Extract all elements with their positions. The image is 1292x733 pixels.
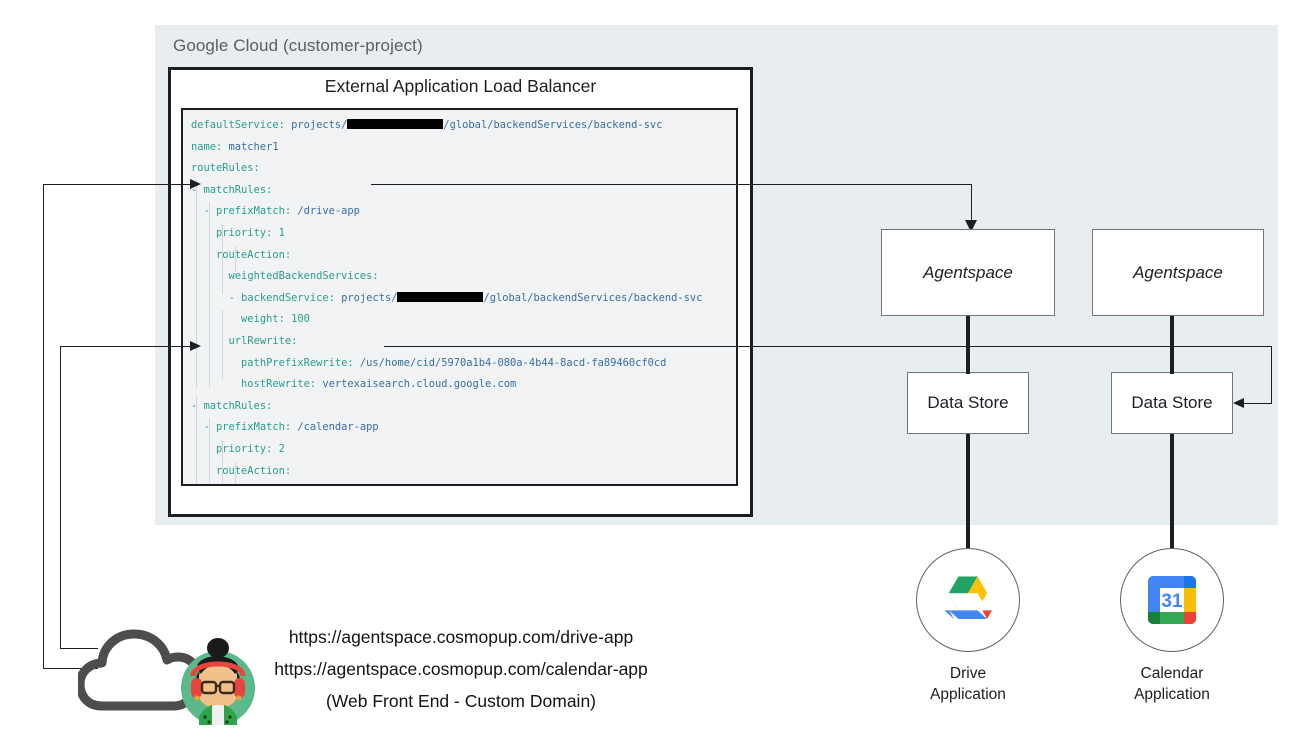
yaml-line: weightedBackendServices: (191, 482, 736, 484)
yaml-line: urlRewrite: (228, 334, 298, 347)
datastore-right-label: Data Store (1131, 393, 1213, 412)
google-calendar-icon: 31 (1148, 576, 1196, 624)
yaml-line: - prefixMatch: /calendar-app (203, 421, 379, 434)
drive-route-vertical (971, 184, 972, 222)
calendar-application-caption: Calendar Application (1134, 665, 1210, 703)
load-balancer-title: External Application Load Balancer (324, 76, 597, 96)
yaml-line: routeRules: (191, 162, 260, 175)
drive-application-caption: Drive Application (930, 665, 1006, 703)
yaml-line: - backendService: projects//global/backe… (228, 291, 703, 304)
yaml-line: hostRewrite: vertexaisearch.cloud.google… (241, 378, 517, 391)
frontend-calendar-connector-bottom (60, 648, 98, 649)
user-avatar-icon (181, 638, 255, 725)
yaml-line: name: matcher1 (191, 140, 279, 153)
yaml-line: routeAction: (216, 248, 292, 261)
calendar-day-number: 31 (1161, 591, 1183, 612)
drive-application-circle[interactable] (916, 548, 1020, 652)
calendar-datastore-arrowhead (1233, 398, 1244, 408)
frontend-drive-connector-vertical (43, 184, 44, 669)
frontend-note: (Web Front End - Custom Domain) (325, 691, 597, 711)
agentspace-box-left[interactable]: Agentspace (881, 229, 1055, 316)
datastore-box-left[interactable]: Data Store (907, 372, 1029, 434)
web-frontend-group (78, 629, 255, 725)
google-cloud-label: Google Cloud (customer-project) (173, 36, 423, 55)
yaml-line: weight: 100 (241, 313, 310, 326)
yaml-line: - matchRules: (191, 183, 273, 196)
agentspace-right-label: Agentspace (1133, 262, 1223, 282)
calendar-route-vertical (1271, 346, 1272, 403)
yaml-line: routeAction: (216, 464, 292, 477)
calendar-route-horizontal (384, 346, 1272, 347)
yaml-line: priority: 1 (216, 226, 285, 239)
google-drive-icon (944, 576, 993, 620)
datastore-box-right[interactable]: Data Store (1111, 372, 1233, 434)
datastore-left-label: Data Store (927, 393, 1009, 412)
yaml-line: - prefixMatch: /drive-app (203, 205, 360, 218)
frontend-drive-connector-bottom (43, 668, 98, 669)
yaml-line: priority: 2 (216, 442, 285, 455)
calendar-route-into-datastore (1242, 403, 1272, 404)
calendar-application-circle[interactable]: 31 (1120, 548, 1224, 652)
agentspace-box-right[interactable]: Agentspace (1092, 229, 1264, 316)
frontend-drive-connector-top (43, 184, 193, 185)
agentspace-right-to-datastore-line (1170, 316, 1174, 374)
frontend-calendar-connector-top (60, 346, 193, 347)
yaml-line: weightedBackendServices: (228, 270, 379, 283)
yaml-line: defaultService: projects//global/backend… (191, 119, 663, 131)
frontend-url-calendar: https://agentspace.cosmopup.com/calendar… (274, 659, 648, 679)
drive-route-horizontal (371, 184, 972, 185)
yaml-lines: defaultService: projects//global/backend… (191, 115, 736, 484)
datastore-left-to-drive-line (966, 434, 970, 550)
datastore-right-to-calendar-line (1170, 434, 1174, 550)
agentspace-left-to-datastore-line (966, 316, 970, 374)
cloud-icon (78, 629, 203, 711)
agentspace-left-label: Agentspace (923, 262, 1013, 282)
yaml-line: - matchRules: (191, 399, 273, 412)
frontend-url-drive: https://agentspace.cosmopup.com/drive-ap… (288, 627, 634, 647)
calendar-rule-arrowhead (190, 341, 201, 351)
drive-rule-arrowhead (190, 179, 201, 189)
url-map-yaml-block: defaultService: projects//global/backend… (181, 108, 738, 486)
frontend-calendar-connector-vertical (60, 346, 61, 649)
yaml-line: pathPrefixRewrite: /us/home/cid/5970a1b4… (241, 356, 667, 369)
